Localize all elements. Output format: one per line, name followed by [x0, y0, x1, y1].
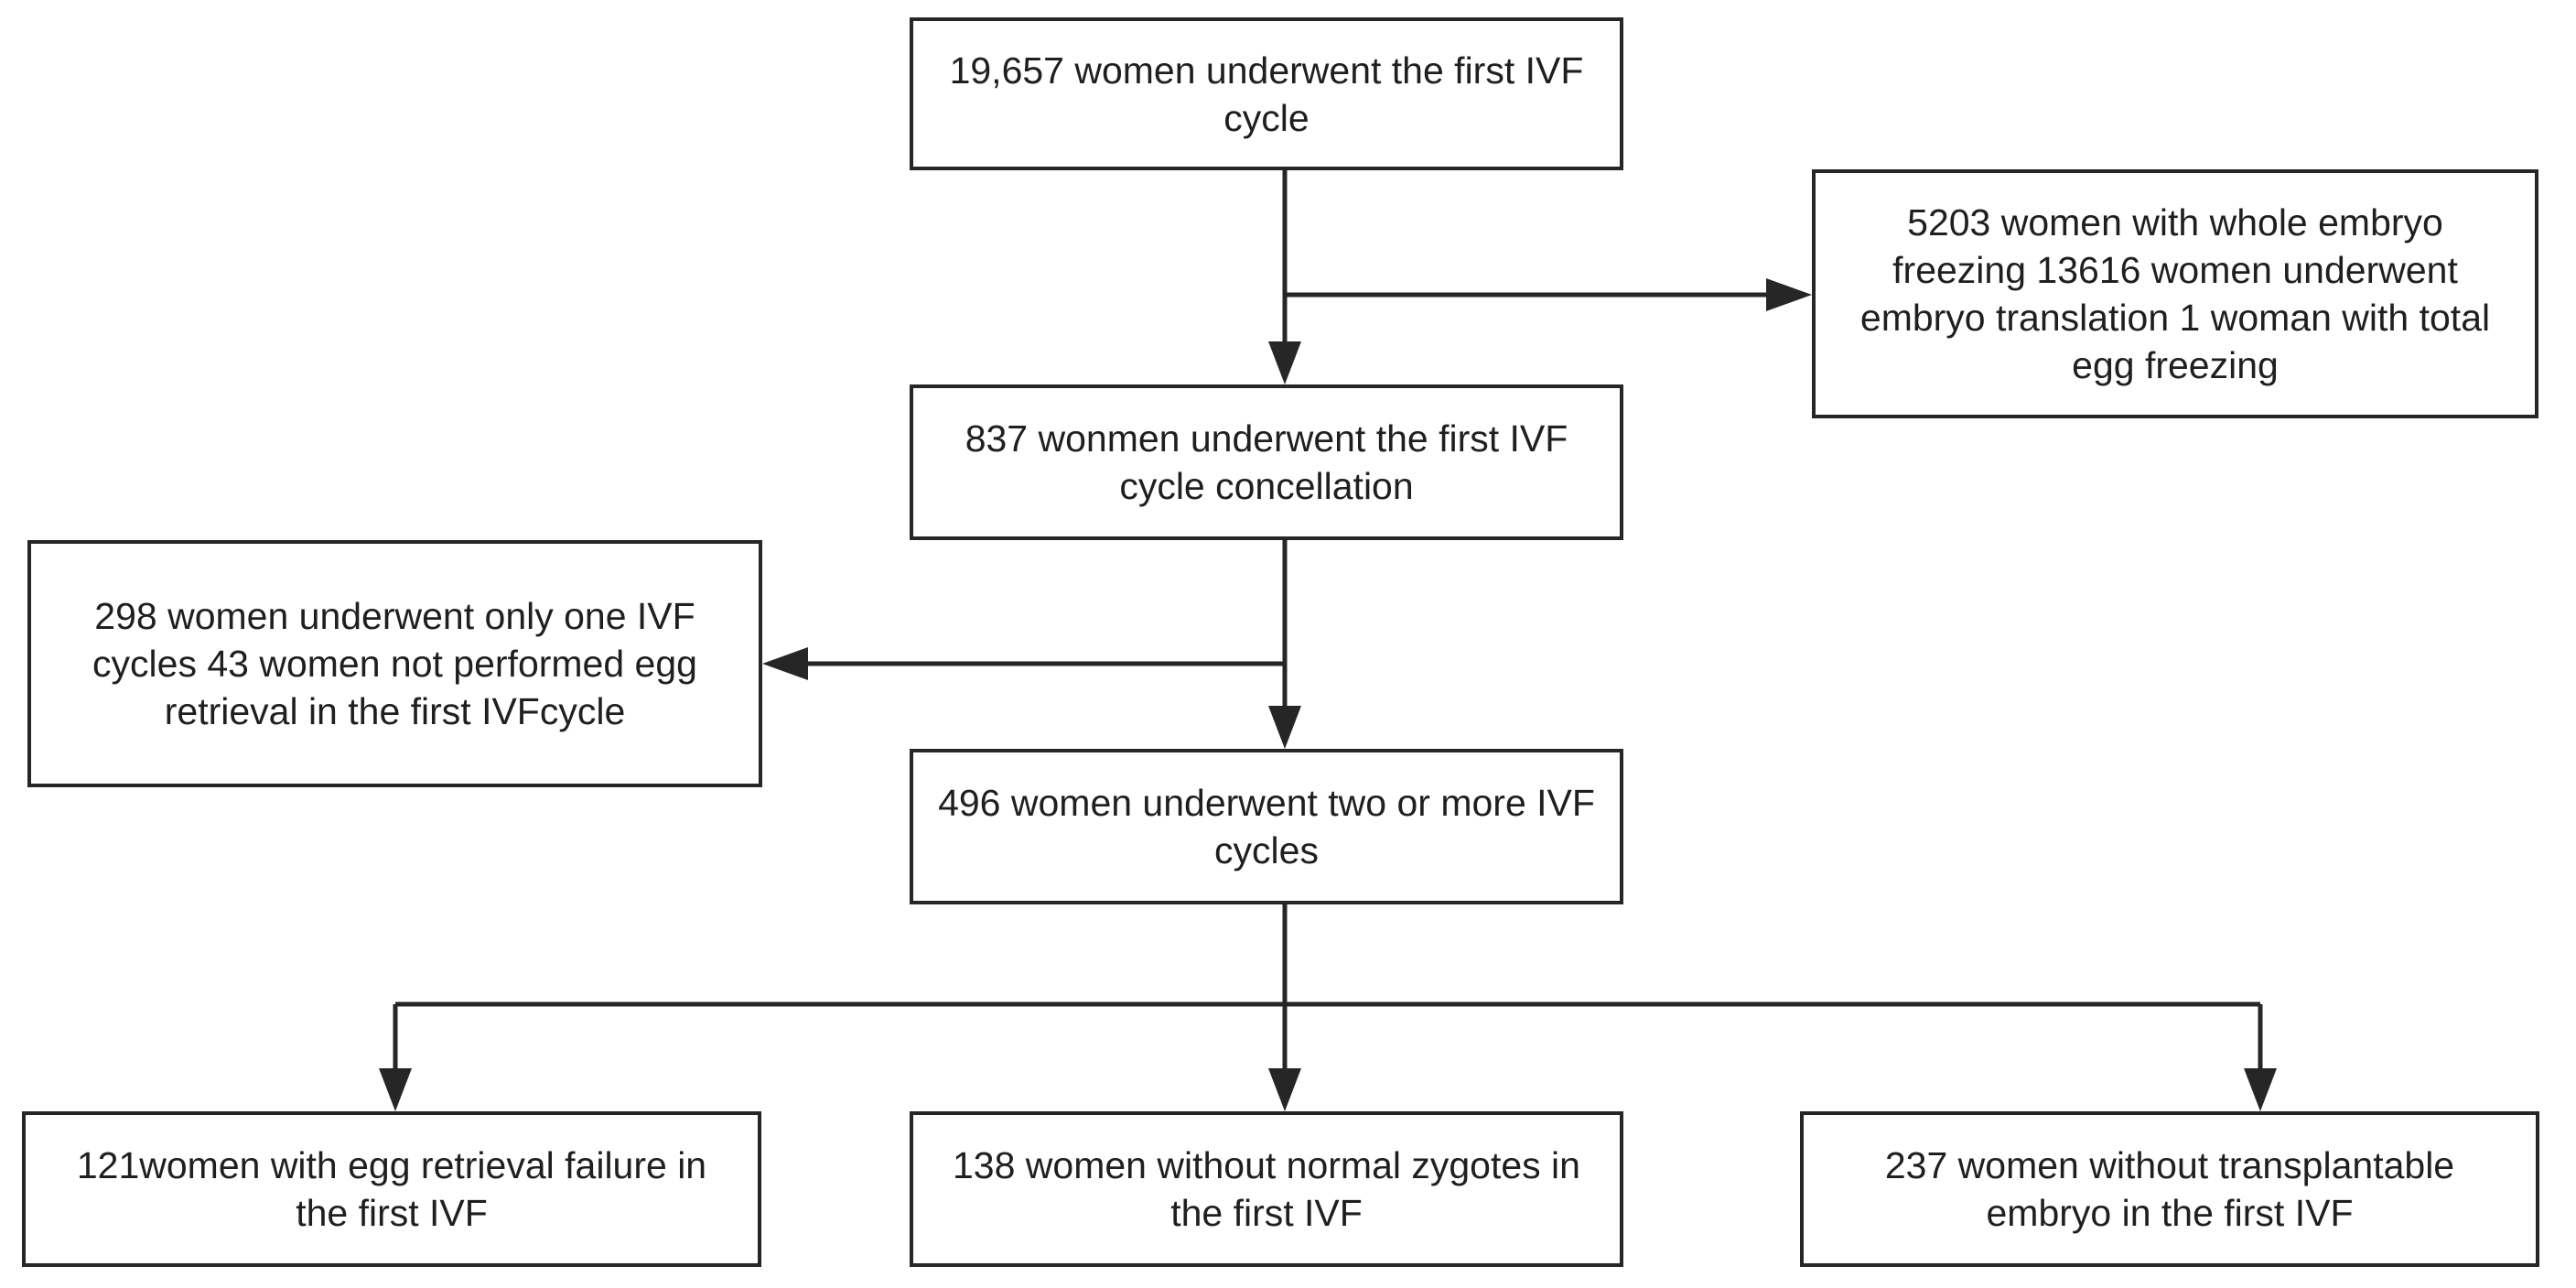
node-label: 837 wonmen underwent the first IVF cycle… [965, 417, 1568, 507]
node-no-transplantable-embryo: 237 women without transplantable embryo … [1800, 1111, 2539, 1267]
node-label: 298 women underwent only one IVF cycles … [92, 595, 697, 732]
arrowhead-multi [1268, 706, 1301, 749]
node-cycle-cancellation: 837 wonmen underwent the first IVF cycle… [910, 384, 1623, 540]
node-label: 237 women without transplantable embryo … [1884, 1144, 2455, 1234]
arrowhead-excluded-2 [762, 647, 808, 680]
node-first-ivf-cycle: 19,657 women underwent the first IVF cyc… [910, 17, 1623, 170]
node-label: 19,657 women underwent the first IVF cyc… [949, 49, 1584, 139]
node-label: 138 women without normal zygotes in the … [953, 1144, 1580, 1234]
arrowhead-outcome-2 [1268, 1068, 1301, 1111]
arrowhead-cancel [1268, 341, 1301, 384]
node-two-or-more-cycles: 496 women underwent two or more IVF cycl… [910, 749, 1623, 904]
node-label: 496 women underwent two or more IVF cycl… [938, 782, 1595, 871]
node-no-normal-zygotes: 138 women without normal zygotes in the … [910, 1111, 1623, 1267]
arrowhead-outcome-3 [2244, 1068, 2277, 1111]
node-label: 5203 women with whole embryo freezing 13… [1859, 201, 2491, 386]
node-excluded-freezing-transfer: 5203 women with whole embryo freezing 13… [1812, 169, 2538, 418]
node-egg-retrieval-failure: 121women with egg retrieval failure in t… [22, 1111, 761, 1267]
node-label: 121women with egg retrieval failure in t… [76, 1144, 707, 1234]
arrowhead-excluded-1 [1766, 278, 1812, 311]
node-excluded-single-cycle: 298 women underwent only one IVF cycles … [27, 540, 762, 787]
arrowhead-outcome-1 [379, 1068, 412, 1111]
